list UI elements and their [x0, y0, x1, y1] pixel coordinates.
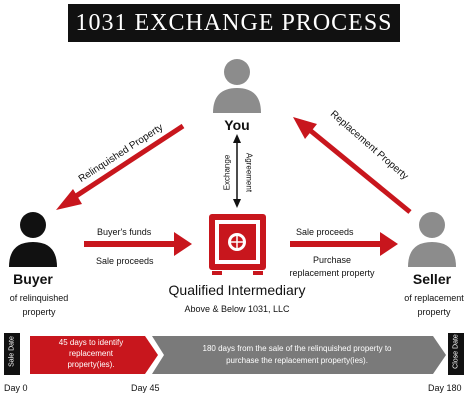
intermediary-title: Qualified Intermediary — [168, 282, 306, 298]
you-label: You — [224, 117, 250, 133]
identify-line1: 45 days to identify — [58, 338, 124, 347]
page-title: 1031 EXCHANGE PROCESS — [68, 4, 400, 42]
exchange-agreement-arrow — [233, 134, 241, 208]
buyer-to-intermediary-arrow — [84, 232, 192, 256]
relinquished-arrow — [56, 123, 185, 210]
purchase-period-line1: 180 days from the sale of the relinquish… — [202, 344, 392, 353]
identify-line3: property(ies). — [67, 360, 115, 369]
buyers-funds-label: Buyer's funds — [97, 227, 152, 237]
buyer-title: Buyer — [13, 271, 53, 287]
purchase-period-bar — [152, 336, 446, 374]
buyer-subtitle-line1: of relinquished — [9, 293, 69, 303]
timeline — [4, 333, 464, 375]
agreement-label: Agreement — [244, 152, 254, 193]
seller-sale-proceeds-label: Sale proceeds — [296, 227, 354, 237]
buyer-sale-proceeds-label: Sale proceeds — [96, 256, 154, 266]
sale-date-label: Sale Date — [8, 336, 16, 367]
identify-period-bar — [30, 336, 158, 374]
seller-title: Seller — [412, 271, 452, 287]
seller-person-icon — [408, 212, 456, 267]
intermediary-subtitle: Above & Below 1031, LLC — [184, 304, 290, 314]
purchase-period-line2: purchase the replacement property(ies). — [226, 356, 368, 365]
sale-date-marker — [4, 333, 20, 375]
close-date-marker — [448, 333, 464, 375]
day45-label: Day 45 — [131, 383, 160, 393]
replacement-arrow — [293, 117, 412, 214]
buyer-person-icon — [9, 212, 57, 267]
intermediary-to-seller-arrow — [290, 232, 398, 256]
purchase-line1-label: Purchase — [312, 255, 352, 265]
day0-label: Day 0 — [4, 383, 28, 393]
close-date-label: Close Date — [452, 334, 460, 369]
seller-subtitle-line2: property — [417, 307, 451, 317]
identify-line2: replacement — [68, 349, 114, 358]
you-person-icon — [213, 59, 261, 113]
day180-label: Day 180 — [428, 383, 462, 393]
exchange-label: Exchange — [222, 154, 232, 191]
purchase-line2-label: replacement property — [289, 268, 375, 278]
seller-subtitle-line1: of replacement — [404, 293, 464, 303]
buyer-subtitle-line2: property — [22, 307, 56, 317]
safe-icon — [209, 214, 266, 275]
